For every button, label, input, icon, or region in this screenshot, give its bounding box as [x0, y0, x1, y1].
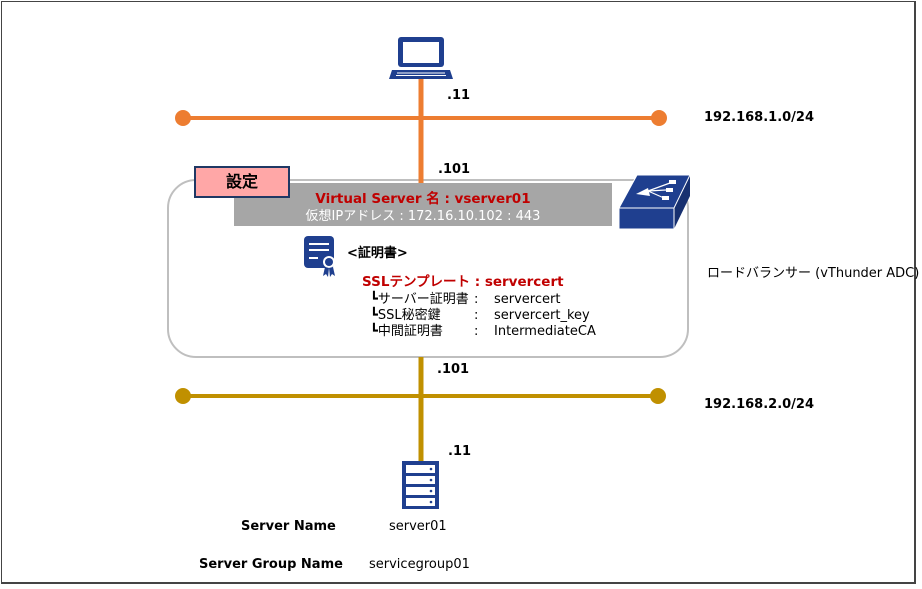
lower-network-right-endpoint [650, 388, 666, 404]
cert-row-value: servercert_key [494, 308, 590, 323]
lb-upper-ip-suffix: .101 [438, 162, 471, 177]
lower-network-left-endpoint [175, 388, 191, 404]
cert-row-ssl-private-key: ┗SSL秘密鍵: servercert_key [370, 304, 590, 323]
certificate-icon [304, 236, 335, 277]
load-balancer-switch-icon [618, 174, 691, 230]
virtual-server-bar: Virtual Server 名 : vserver01 仮想IPアドレス : … [234, 183, 612, 226]
cert-row-separator: : [474, 292, 479, 307]
server-ip-suffix: .11 [448, 444, 472, 459]
lower-subnet-label: 192.168.2.0/24 [704, 397, 815, 412]
cert-row-intermediate-certificate: ┗中間証明書: IntermediateCA [370, 320, 596, 339]
upper-network-right-endpoint [651, 110, 667, 126]
ssl-template-title: SSLテンプレート : servercert [362, 274, 564, 290]
server-group-name-label: Server Group Name [199, 557, 343, 572]
lb-lower-ip-suffix: .101 [437, 362, 470, 377]
certificate-heading: <証明書> [347, 246, 408, 261]
cert-row-value: servercert [494, 292, 561, 307]
server-name-label: Server Name [241, 519, 336, 534]
cert-row-key: ┗SSL秘密鍵 [370, 308, 441, 323]
virtual-server-name: Virtual Server 名 : vserver01 [315, 191, 531, 207]
upper-network-left-endpoint [175, 110, 191, 126]
server-group-name-value: servicegroup01 [369, 557, 470, 572]
settings-tag: 設定 [194, 166, 290, 198]
virtual-ip-address: 仮想IPアドレス : 172.16.10.102 : 443 [305, 209, 541, 224]
cert-row-key: ┗中間証明書 [370, 324, 443, 339]
server-rack-icon [402, 461, 439, 509]
cert-row-value: IntermediateCA [494, 324, 596, 339]
load-balancer-label: ロードバランサー (vThunder ADC) [707, 266, 920, 281]
client-ip-suffix: .11 [447, 88, 471, 103]
upper-subnet-label: 192.168.1.0/24 [704, 110, 815, 125]
cert-row-server-certificate: ┗サーバー証明書: servercert [370, 288, 560, 307]
cert-row-separator: : [474, 324, 479, 339]
laptop-icon [389, 37, 453, 79]
server-name-value: server01 [389, 519, 447, 534]
cert-row-key: ┗サーバー証明書 [370, 292, 469, 307]
cert-row-separator: : [474, 308, 479, 323]
